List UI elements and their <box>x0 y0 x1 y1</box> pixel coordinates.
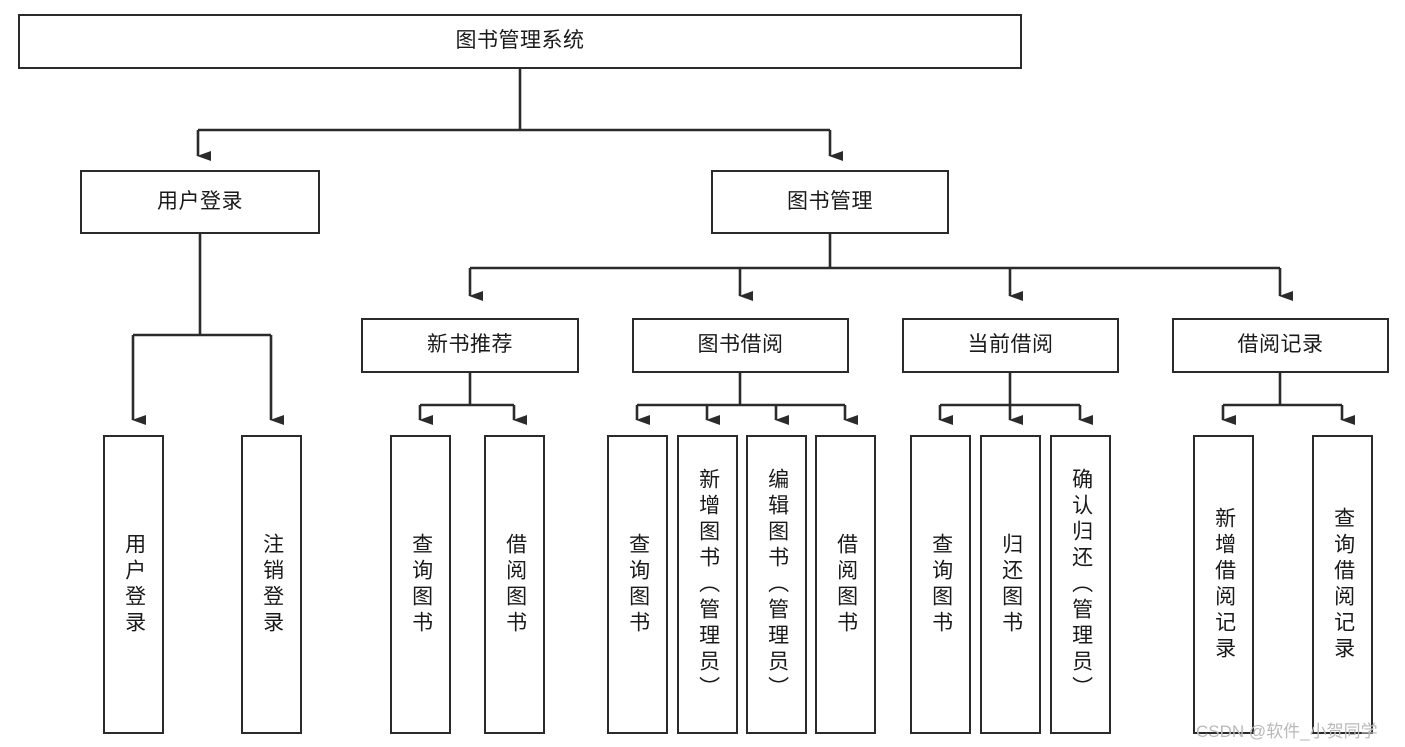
node-leaf-logout-label: 注销登录 <box>260 532 284 637</box>
node-book-borrow[interactable]: 图书借阅 <box>632 318 849 373</box>
node-leaf-query-book-recommend-label: 查询图书 <box>409 532 433 637</box>
node-leaf-user-login-label: 用户登录 <box>122 532 146 637</box>
node-leaf-confirm-return-admin[interactable]: 确认归还（管理员） <box>1050 435 1111 734</box>
node-root-label: 图书管理系统 <box>455 29 585 53</box>
node-leaf-borrow-book-recommend[interactable]: 借阅图书 <box>484 435 545 734</box>
node-leaf-borrow-book-label: 借阅图书 <box>834 532 858 637</box>
node-leaf-user-login[interactable]: 用户登录 <box>103 435 164 734</box>
node-leaf-confirm-return-admin-label: 确认归还（管理员） <box>1069 467 1093 702</box>
node-leaf-add-book-admin-label: 新增图书（管理员） <box>696 467 720 702</box>
node-leaf-query-book-recommend[interactable]: 查询图书 <box>390 435 451 734</box>
node-book-management-label: 图书管理 <box>787 189 873 213</box>
node-borrow-record[interactable]: 借阅记录 <box>1172 318 1389 373</box>
node-leaf-borrow-book-recommend-label: 借阅图书 <box>503 532 527 637</box>
node-leaf-query-borrow-record-label: 查询借阅记录 <box>1331 506 1355 663</box>
node-leaf-edit-book-admin[interactable]: 编辑图书（管理员） <box>746 435 807 734</box>
node-current-borrow-label: 当前借阅 <box>967 333 1054 357</box>
node-leaf-add-book-admin[interactable]: 新增图书（管理员） <box>677 435 738 734</box>
node-leaf-logout[interactable]: 注销登录 <box>241 435 302 734</box>
node-current-borrow[interactable]: 当前借阅 <box>902 318 1119 373</box>
node-leaf-query-book-current[interactable]: 查询图书 <box>910 435 971 734</box>
node-leaf-query-book-borrow[interactable]: 查询图书 <box>607 435 668 734</box>
node-user-login[interactable]: 用户登录 <box>80 170 320 234</box>
node-new-book-recommend-label: 新书推荐 <box>427 333 513 357</box>
node-leaf-edit-book-admin-label: 编辑图书（管理员） <box>765 467 789 702</box>
node-leaf-add-borrow-record-label: 新增借阅记录 <box>1212 506 1236 663</box>
node-borrow-record-label: 借阅记录 <box>1237 333 1324 357</box>
node-leaf-borrow-book[interactable]: 借阅图书 <box>815 435 876 734</box>
watermark-text: CSDN @软件_小贺同学 <box>1196 722 1378 741</box>
node-leaf-query-borrow-record[interactable]: 查询借阅记录 <box>1312 435 1373 734</box>
node-leaf-add-borrow-record[interactable]: 新增借阅记录 <box>1193 435 1254 734</box>
node-new-book-recommend[interactable]: 新书推荐 <box>361 318 579 373</box>
node-book-management[interactable]: 图书管理 <box>711 170 949 234</box>
node-leaf-query-book-current-label: 查询图书 <box>929 532 953 637</box>
node-leaf-return-book-label: 归还图书 <box>999 532 1023 637</box>
node-user-login-label: 用户登录 <box>157 189 243 213</box>
node-leaf-return-book[interactable]: 归还图书 <box>980 435 1041 734</box>
node-leaf-query-book-borrow-label: 查询图书 <box>626 532 650 637</box>
node-book-borrow-label: 图书借阅 <box>697 333 784 357</box>
node-root[interactable]: 图书管理系统 <box>18 14 1022 69</box>
